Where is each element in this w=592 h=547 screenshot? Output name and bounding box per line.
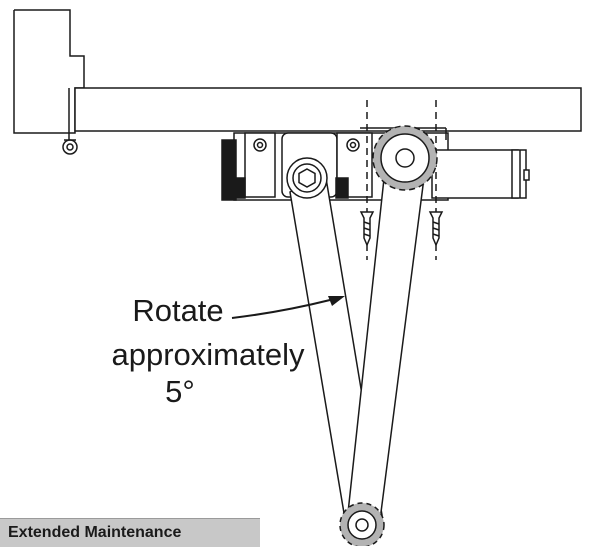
rotate-leader-arrow (231, 296, 345, 319)
annotation-approximately: approximately (111, 337, 305, 372)
section-footer-bar: Extended Maintenance (0, 518, 260, 547)
rotation-pivot-top (372, 125, 438, 191)
annotation-rotate: Rotate (132, 293, 224, 328)
door-header (74, 87, 582, 132)
closer-arm-forearm (346, 159, 426, 523)
door-jamb (13, 9, 85, 155)
annotation-degrees: 5° (165, 374, 195, 409)
screw-right (428, 211, 444, 247)
pinion-hex-nut (286, 157, 328, 199)
closer-cylinder (431, 149, 530, 199)
screw-left (359, 211, 375, 247)
section-label: Extended Maintenance (8, 524, 182, 541)
rotation-pivot-bottom (339, 502, 385, 546)
